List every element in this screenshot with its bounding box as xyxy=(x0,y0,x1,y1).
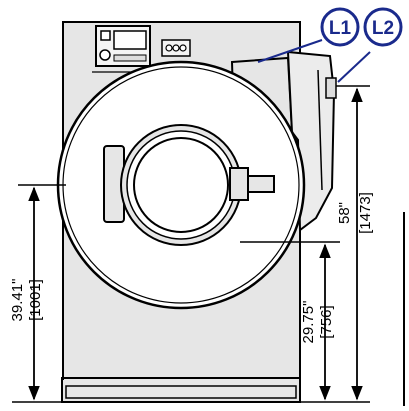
dim-door-bottom-inches: 29.75" xyxy=(300,301,317,344)
indicator-light-1 xyxy=(165,44,173,52)
dim-door-center-inches: 39.41" xyxy=(9,279,26,322)
dim-door-bottom-mm: [756] xyxy=(318,305,335,338)
door-handle-icon xyxy=(229,167,275,201)
callout-label-l2: L2 xyxy=(372,18,394,39)
indicator-light-2 xyxy=(172,44,180,52)
extension-lines xyxy=(12,85,370,403)
base-toe-panel xyxy=(65,385,297,399)
callout-badge-l2: L2 xyxy=(363,7,403,47)
door-handle-grip xyxy=(247,175,275,193)
dimension-labels: 39.41" [1001] 29.75" [756] 58" [1473] xyxy=(9,192,374,343)
terminal-post xyxy=(325,77,337,99)
door-glass xyxy=(133,137,229,233)
door xyxy=(103,124,275,246)
door-handle-mount xyxy=(229,167,249,201)
control-panel-button-strip xyxy=(113,54,147,62)
dimension-arrow-icon xyxy=(28,87,363,401)
callout-leader-l2 xyxy=(337,51,371,83)
callout-badge-l1: L1 xyxy=(320,7,360,47)
callouts: L1 L2 xyxy=(257,7,403,83)
dim-overall-mm: [1473] xyxy=(357,192,374,234)
dim-door-center-mm: [1001] xyxy=(27,279,44,321)
control-panel-screen xyxy=(113,30,147,50)
callout-label-l1: L1 xyxy=(329,18,352,39)
callout-leader-l1 xyxy=(257,39,323,63)
control-panel xyxy=(92,25,300,73)
indicator-light-3 xyxy=(179,44,187,52)
dim-overall-inches: 58" xyxy=(336,202,353,224)
chute-inner-line xyxy=(317,69,323,191)
control-panel-knob xyxy=(99,49,111,61)
control-panel-display xyxy=(100,30,111,41)
